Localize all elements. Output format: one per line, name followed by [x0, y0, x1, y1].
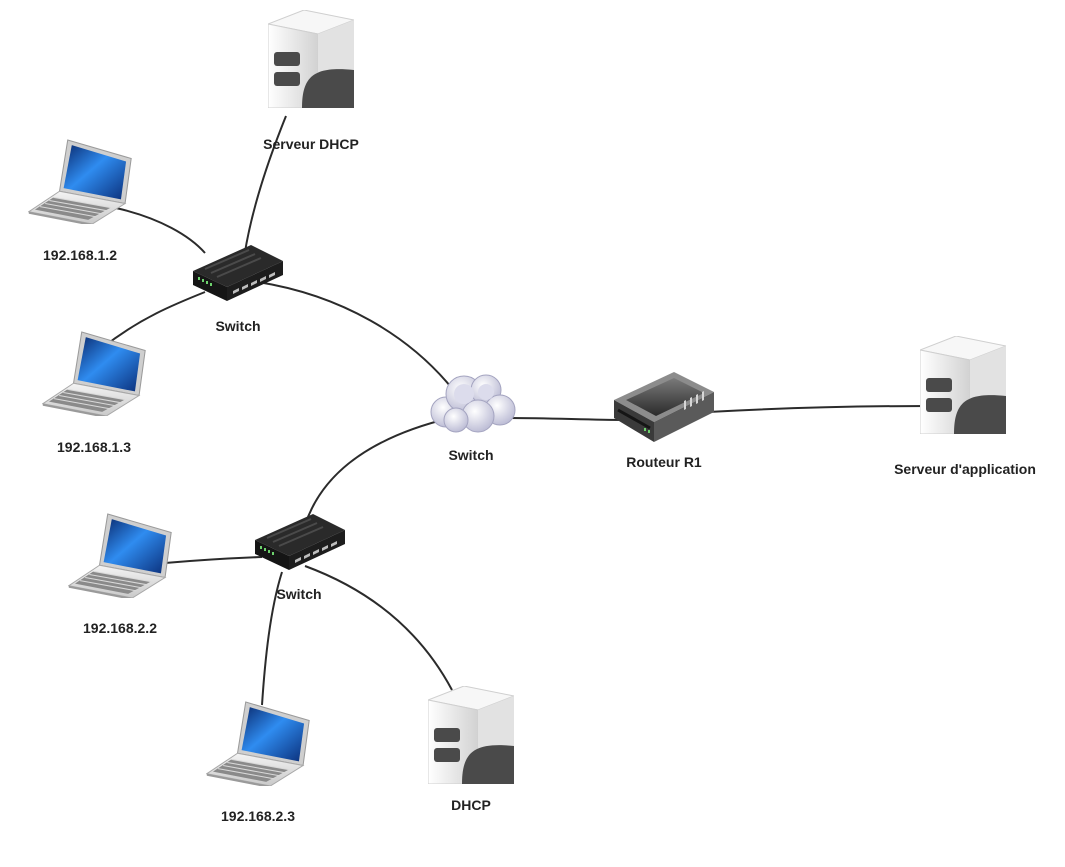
label-routeur-r1: Routeur R1: [626, 454, 702, 470]
laptop-icon[interactable]: [206, 701, 310, 788]
link-switch2-laptop22: [164, 556, 263, 564]
link-switch1-cloud: [257, 281, 456, 393]
link-switch1-dhcp1: [243, 115, 287, 259]
router-icon[interactable]: [614, 372, 714, 442]
laptop-icon[interactable]: [68, 513, 172, 600]
link-router-serverapp: [707, 405, 931, 413]
label-dhcp: DHCP: [451, 797, 491, 813]
label-serveur-dhcp: Serveur DHCP: [263, 136, 359, 152]
label-cloud-switch: Switch: [448, 447, 494, 463]
label-laptop-192-168-2-2: 192.168.2.2: [83, 620, 157, 636]
laptop-icon[interactable]: [28, 139, 132, 226]
label-laptop-192-168-1-2: 192.168.1.2: [43, 247, 117, 263]
label-switch-2: Switch: [276, 586, 322, 602]
link-cloud-switch2: [304, 417, 451, 526]
switch-icon[interactable]: [193, 245, 283, 301]
application-server-icon[interactable]: [920, 336, 1006, 434]
link-switch1-laptop12: [115, 207, 206, 254]
dhcp-server-icon[interactable]: [428, 686, 514, 784]
label-laptop-192-168-2-3: 192.168.2.3: [221, 808, 295, 824]
link-switch2-dhcp2: [304, 565, 453, 691]
label-switch-1: Switch: [215, 318, 261, 334]
label-laptop-192-168-1-3: 192.168.1.3: [57, 439, 131, 455]
link-switch1-laptop13: [101, 291, 206, 349]
switch-icon[interactable]: [255, 514, 345, 570]
label-serveur-application: Serveur d'application: [894, 461, 1036, 477]
dhcp-server-icon[interactable]: [268, 10, 354, 108]
link-cloud-router: [509, 417, 626, 421]
links: [101, 115, 931, 706]
laptop-icon[interactable]: [42, 331, 146, 418]
cloud-icon[interactable]: [430, 374, 516, 433]
link-switch2-laptop23: [261, 571, 283, 706]
